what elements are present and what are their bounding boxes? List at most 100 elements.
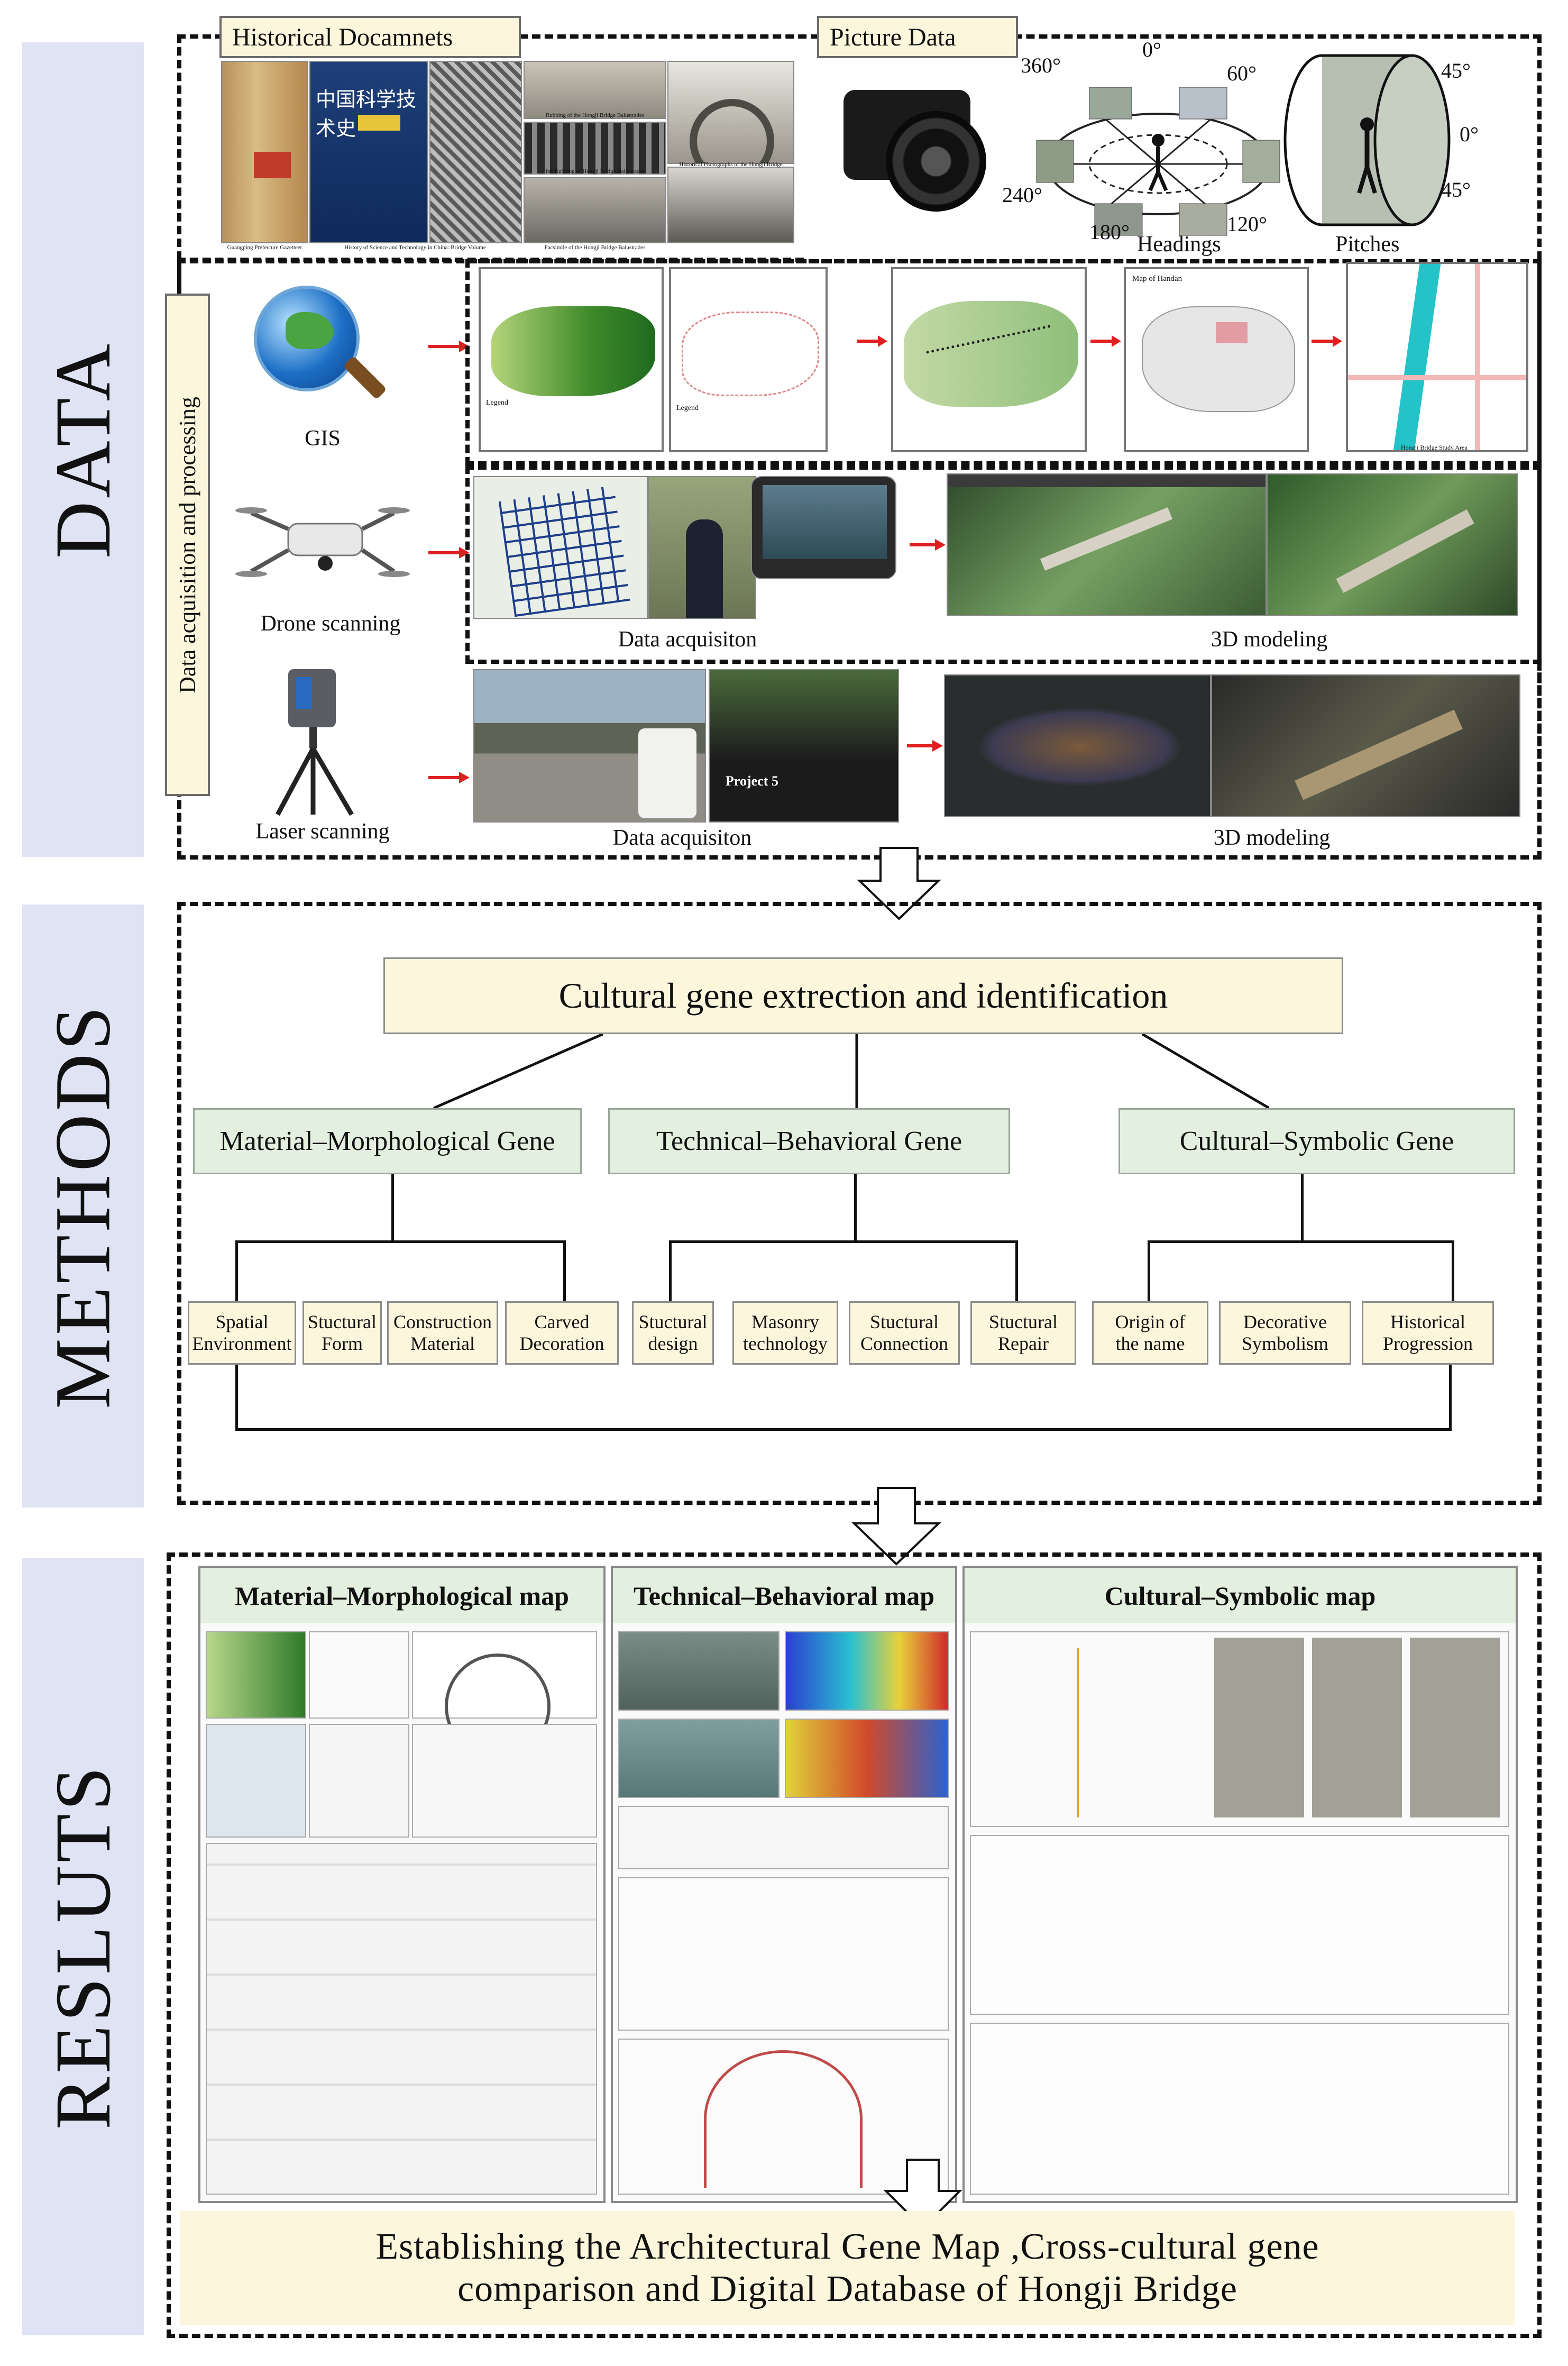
red-arrow-gis-2 <box>1090 335 1121 347</box>
doc-caption-science-history: History of Science and Technology in Chi… <box>344 244 486 251</box>
project-label: Project 5 <box>726 773 778 789</box>
mm-tile-carving-patterns <box>206 1843 597 2195</box>
material-morphological-map: Material–Morphological map <box>198 1566 606 2203</box>
cs-timeline-axis <box>1077 1648 1079 1817</box>
drone-3d-model-render <box>1267 473 1518 616</box>
gis-map-3 <box>891 267 1087 452</box>
conclusion-line-1: Establishing the Architectural Gene Map … <box>375 2226 1319 2267</box>
tb-drop-4 <box>1015 1240 1018 1304</box>
road-shape-2 <box>1475 264 1480 450</box>
gis-row-frame <box>465 259 1542 465</box>
drone-acquisition-caption: Data acquisiton <box>618 627 757 652</box>
results-section-title: RESLUTS <box>39 1763 127 2130</box>
down-arrow-2 <box>851 1487 941 1566</box>
heading-angle-0: 0° <box>1142 38 1161 61</box>
sub-decorative-symbolism: Decorative Symbolism <box>1219 1301 1351 1365</box>
drone-icon <box>235 507 410 577</box>
ink-rubbing-image <box>524 122 666 175</box>
mm-tile-boundary-map <box>309 1631 409 1719</box>
sub-construction-material: Construction Material <box>387 1301 498 1365</box>
book-title-text: 中国科学技术史 <box>316 88 417 140</box>
point-cloud-blob <box>977 707 1183 787</box>
historical-photo-bridge-2 <box>667 167 794 243</box>
red-arrow-gis-1 <box>857 335 887 347</box>
bottom-bracket-right <box>1449 1365 1452 1431</box>
mm-tile-green-map <box>206 1631 306 1719</box>
sub-structural-design: Stuctural design <box>632 1301 714 1365</box>
gazetteer-red-seal <box>254 152 291 178</box>
sub-structural-form: Stuctural Form <box>302 1301 382 1365</box>
mm-bar <box>235 1240 566 1243</box>
results-sidebar: RESLUTS <box>22 1558 144 2335</box>
gis-legend-2: Legend <box>676 404 699 412</box>
doc-caption-ink: Ink Rubbing of Hongji Bridge Balustrades <box>545 168 645 175</box>
tb-tile-boundaries <box>618 1719 780 1798</box>
model-toolbar <box>948 474 1266 487</box>
study-district-highlight <box>1216 322 1248 343</box>
methods-section-title: METHODS <box>39 1003 127 1409</box>
technical-behavioral-map: Technical–Behavioral map <box>611 1566 957 2203</box>
sub-structural-connection: Stuctural Connection <box>849 1301 960 1365</box>
river-shape <box>1392 264 1441 450</box>
sub-spatial-environment: Spatial Environment <box>188 1301 296 1365</box>
camera-lens <box>886 111 986 212</box>
red-arrow-laser-2 <box>907 740 943 752</box>
doc-caption-historical: Historical Photographs of the Hongji Bri… <box>679 161 783 168</box>
rubbing-image-1 <box>429 61 522 243</box>
headings-caption: Headings <box>1137 232 1221 257</box>
pitch-angle-middle: 0° <box>1460 122 1479 146</box>
methods-root-box: Cultural gene extrection and identificat… <box>383 957 1343 1034</box>
historical-documents-label: Historical Docamnets <box>219 16 521 58</box>
controller-photo <box>751 476 896 579</box>
tb-map-title: Technical–Behavioral map <box>613 1568 955 1623</box>
cs-tile-botanical-floral <box>970 2023 1509 2195</box>
red-arrow-drone <box>428 547 470 559</box>
laser-acquisition-caption: Data acquisiton <box>612 826 752 850</box>
tb-tile-stress-cloud <box>785 1719 949 1798</box>
mm-drop-1 <box>235 1240 238 1304</box>
tb-tile-joint-details <box>618 1806 949 1869</box>
cultural-symbolic-gene: Cultural–Symbolic Gene <box>1118 1108 1515 1174</box>
cultural-symbolic-map: Cultural–Symbolic map <box>962 1566 1518 2203</box>
conclusion-box: Establishing the Architectural Gene Map … <box>180 2211 1515 2325</box>
picture-data-label: Picture Data <box>817 16 1018 58</box>
study-area-caption: Hongji Bridge Study Area <box>1401 444 1468 451</box>
sub-historical-progression: Historical Progression <box>1362 1301 1494 1365</box>
topo-region-shape <box>904 301 1078 407</box>
handan-map-title: Map of Handan <box>1132 275 1182 283</box>
mm-tile-bridge-elevation <box>412 1631 597 1759</box>
gazetteer-book-image <box>221 61 308 243</box>
data-section-title: DATA <box>39 341 127 559</box>
rubbing-image-2 <box>524 61 666 119</box>
bottom-bracket-left <box>235 1365 238 1431</box>
pitch-angle-bottom: 45° <box>1441 178 1471 202</box>
controller-screen <box>763 485 887 559</box>
methods-frame <box>177 902 1542 1505</box>
cs-tile-auspicious-beasts <box>970 1835 1509 2015</box>
heading-angle-60: 60° <box>1227 61 1257 85</box>
mm-tile-section-drawing <box>412 1724 597 1838</box>
mm-drop-4 <box>563 1240 566 1304</box>
gis-map-1: Legend <box>479 267 664 452</box>
camera-icon <box>843 79 1002 217</box>
tb-tile-3d-network <box>618 1631 780 1711</box>
doc-caption-facsimile: Facsimile of the Hongji Bridge Balustrad… <box>544 244 646 251</box>
drone-modeling-caption: 3D modeling <box>1211 627 1328 652</box>
gis-map-5: Hongji Bridge Study Area <box>1346 262 1528 452</box>
results-frame <box>167 1552 1542 2338</box>
gis-legend-1: Legend <box>486 399 508 407</box>
red-arrow-gis <box>428 341 470 352</box>
heading-angle-240: 240° <box>1002 183 1042 207</box>
heading-angle-180: 180° <box>1089 220 1130 244</box>
sub-carved-decoration: Carved Decoration <box>505 1301 619 1365</box>
boundary-region-shape <box>682 312 819 396</box>
tb-tile-deck-defects <box>618 1877 949 2031</box>
sub-masonry-technology: Masonry technology <box>732 1301 838 1365</box>
mm-map-title: Material–Morphological map <box>200 1568 603 1623</box>
doc-caption-gazetteer: Guangping Prefecture Gazetteer <box>227 244 302 251</box>
point-cloud-bridge-deck <box>1295 709 1463 800</box>
operator-figure <box>686 519 723 618</box>
drone-3d-model-screenshot <box>947 473 1267 616</box>
cs-map-title: Cultural–Symbolic map <box>965 1568 1516 1623</box>
down-arrow-3 <box>883 2159 962 2230</box>
